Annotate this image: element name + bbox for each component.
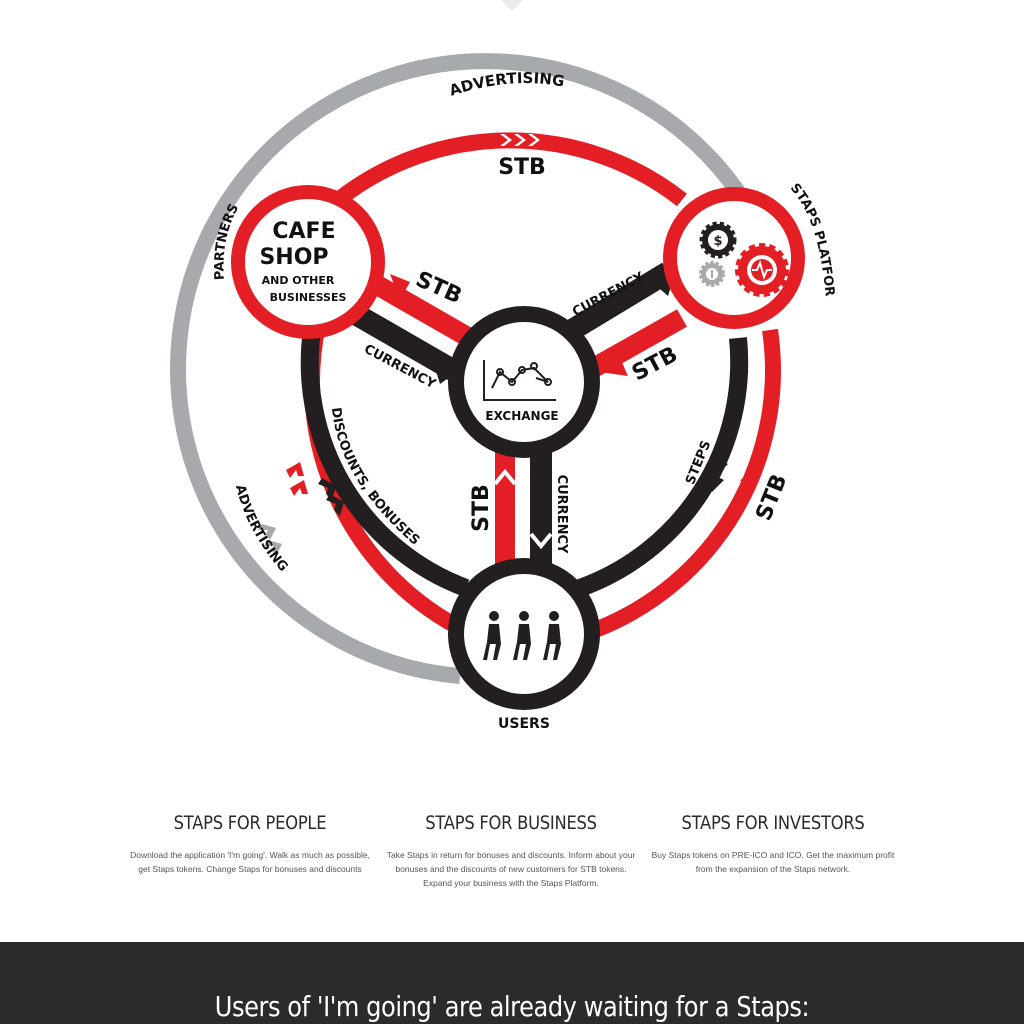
discount-chevrons <box>318 478 344 516</box>
currency-users-label: CURRENCY <box>554 475 569 554</box>
feature-text: Download the application 'I'm going'. Wa… <box>130 850 370 874</box>
features-section: STAPS FOR PEOPLE Download the applicatio… <box>0 808 1024 918</box>
feature-investors: STAPS FOR INVESTORS Buy Staps tokens on … <box>648 808 898 876</box>
stb-chevrons-top <box>500 134 540 146</box>
line-chart-icon <box>483 360 556 401</box>
feature-people: STAPS FOR PEOPLE Download the applicatio… <box>125 808 375 876</box>
stb-top-label: STB <box>498 155 546 180</box>
dollar-gear-icon: $ <box>699 221 737 259</box>
walking-people-icon <box>483 611 561 660</box>
users-label: USERS <box>498 716 550 732</box>
users-node: USERS <box>448 558 600 732</box>
feature-title: STAPS FOR INVESTORS <box>681 812 865 834</box>
partners-node: CAFE SHOP AND OTHER BUSINESSES <box>231 185 385 339</box>
stb-users-label: STB <box>469 484 494 532</box>
spoke-users <box>493 450 553 568</box>
info-gear-icon <box>699 261 725 287</box>
feature-text: Buy Staps tokens on PRE-ICO and ICO. Get… <box>651 850 895 874</box>
spoke-partners <box>346 273 471 384</box>
partners-line4: BUSINESSES <box>270 291 347 304</box>
partners-line2: SHOP <box>259 245 328 270</box>
steps-chevrons <box>708 458 728 492</box>
footer-title: Users of 'I'm going' are already waiting… <box>214 990 810 1023</box>
staps-ecosystem-diagram: CAFE SHOP AND OTHER BUSINESSES $ <box>0 0 837 732</box>
feature-title: STAPS FOR BUSINESS <box>425 812 597 834</box>
feature-text: Take Staps in return for bonuses and dis… <box>386 850 636 888</box>
partners-line1: CAFE <box>272 219 335 244</box>
currency-ring <box>300 328 749 597</box>
feature-title: STAPS FOR PEOPLE <box>173 812 327 834</box>
heartbeat-gear-icon <box>735 243 789 297</box>
advertising-ring <box>170 53 745 684</box>
platform-node: $ <box>663 187 805 329</box>
partners-line3: AND OTHER <box>262 274 335 287</box>
advertising-chevrons-top <box>480 96 520 112</box>
exchange-node: EXCHANGE <box>448 306 600 458</box>
advertising-chevrons-left <box>258 524 282 556</box>
svg-text:$: $ <box>713 234 722 249</box>
stb-chevrons-left <box>286 462 308 496</box>
exchange-label: EXCHANGE <box>485 409 558 423</box>
stb-chevrons-right <box>732 478 752 508</box>
footer-banner: Users of 'I'm going' are already waiting… <box>0 942 1024 1024</box>
advertising-top-label: ADVERTISING <box>447 69 566 100</box>
feature-business: STAPS FOR BUSINESS Take Staps in return … <box>386 808 636 890</box>
